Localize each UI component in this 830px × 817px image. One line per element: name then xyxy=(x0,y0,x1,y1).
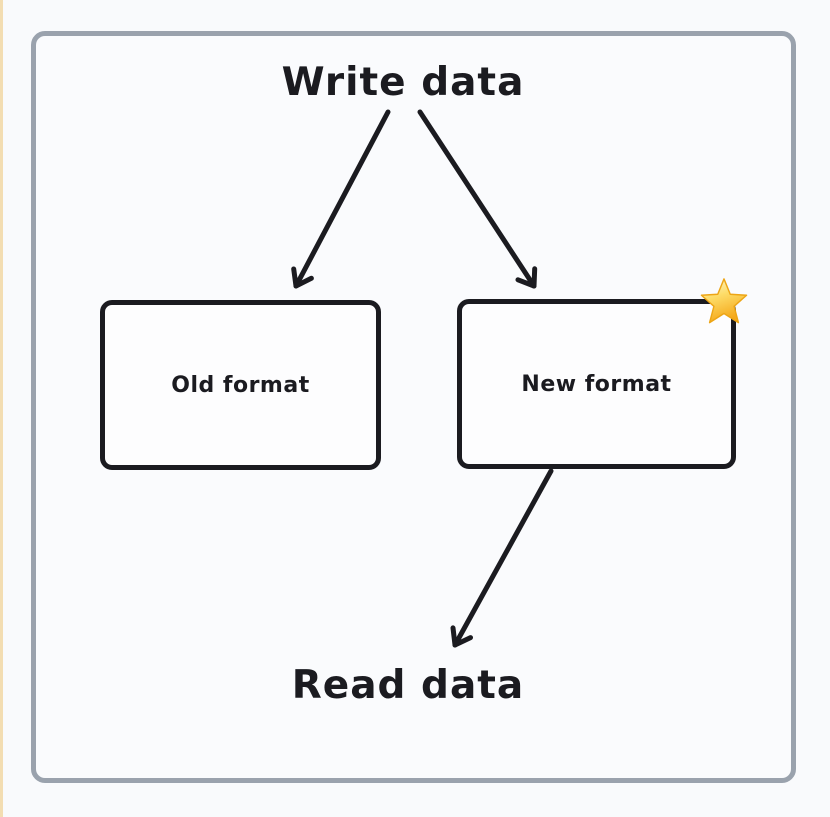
old-format-label: Old format xyxy=(171,372,310,398)
new-format-node: New format xyxy=(457,299,736,469)
write-data-label: Write data xyxy=(281,60,525,105)
new-format-label: New format xyxy=(521,371,672,397)
left-edge-strip xyxy=(0,0,3,817)
read-data-label: Read data xyxy=(291,663,525,708)
old-format-node: Old format xyxy=(100,300,381,470)
